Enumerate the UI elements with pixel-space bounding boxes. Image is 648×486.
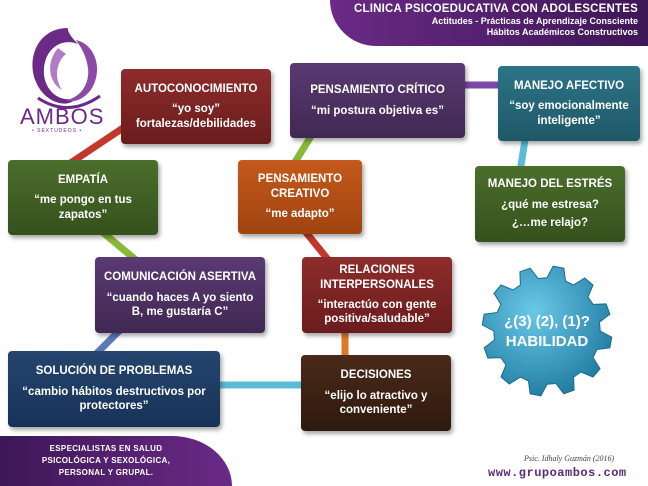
node-relaciones-interpersonales: RELACIONES INTERPERSONALES “interactúo c… [302,257,452,333]
node-manejo-afectivo: MANEJO AFECTIVO “soy emocionalmente inte… [498,66,640,141]
header-banner: CLINICA PSICOEDUCATIVA CON ADOLESCENTES … [330,0,648,46]
logo-tagline: • SEXTUDEOS • [32,128,83,134]
node-solucion-problemas: SOLUCIÓN DE PROBLEMAS “cambio hábitos de… [8,351,220,427]
footer-line-3: PERSONAL Y GRUPAL. [58,468,154,477]
header-subtitle-1: Actitudes - Prácticas de Aprendizaje Con… [431,16,638,26]
website-link[interactable]: www.grupoambos.com [488,466,627,480]
gear-teeth [481,265,613,397]
node-comunicacion-asertiva: COMUNICACIÓN ASERTIVA “cuando haces A yo… [95,257,265,333]
node-pensamiento-critico: PENSAMIENTO CRÍTICO “mi postura objetiva… [290,63,465,138]
node-decisiones: DECISIONES “elijo lo atractivo y conveni… [301,355,451,431]
node-manejo-estres: MANEJO DEL ESTRÉS ¿qué me estresa? ¿…me … [475,166,625,242]
logo-wordmark: AMBOS [20,104,105,129]
gear-label: ¿(3) (2), (1)? HABILIDAD [478,312,616,353]
footer-line-1: ESPECIALISTAS EN SALUD [49,444,163,453]
gear-question: ¿(3) (2), (1)? [504,313,590,330]
node-empatia: EMPATÍA “me pongo en tus zapatos” [8,160,158,235]
header-title: CLINICA PSICOEDUCATIVA CON ADOLESCENTES [353,3,638,15]
footer-line-2: PSICOLÓGICA Y SEXOLÓGICA, [41,456,171,465]
header-subtitle-2: Hábitos Académicos Constructivos [486,27,638,37]
ambos-logo-icon [32,28,101,109]
gear-skill: HABILIDAD [505,333,589,351]
node-pensamiento-creativo: PENSAMIENTO CREATIVO “me adapto” [238,160,362,234]
footer-band: ESPECIALISTAS EN SALUD PSICOLÓGICA Y SEX… [0,436,232,486]
node-autoconocimiento: AUTOCONOCIMIENTO “yo soy” fortalezas/deb… [121,69,271,144]
author-signature: Psic. Idhaly Guzmán (2016) [524,454,615,463]
gear-icon [481,265,613,397]
